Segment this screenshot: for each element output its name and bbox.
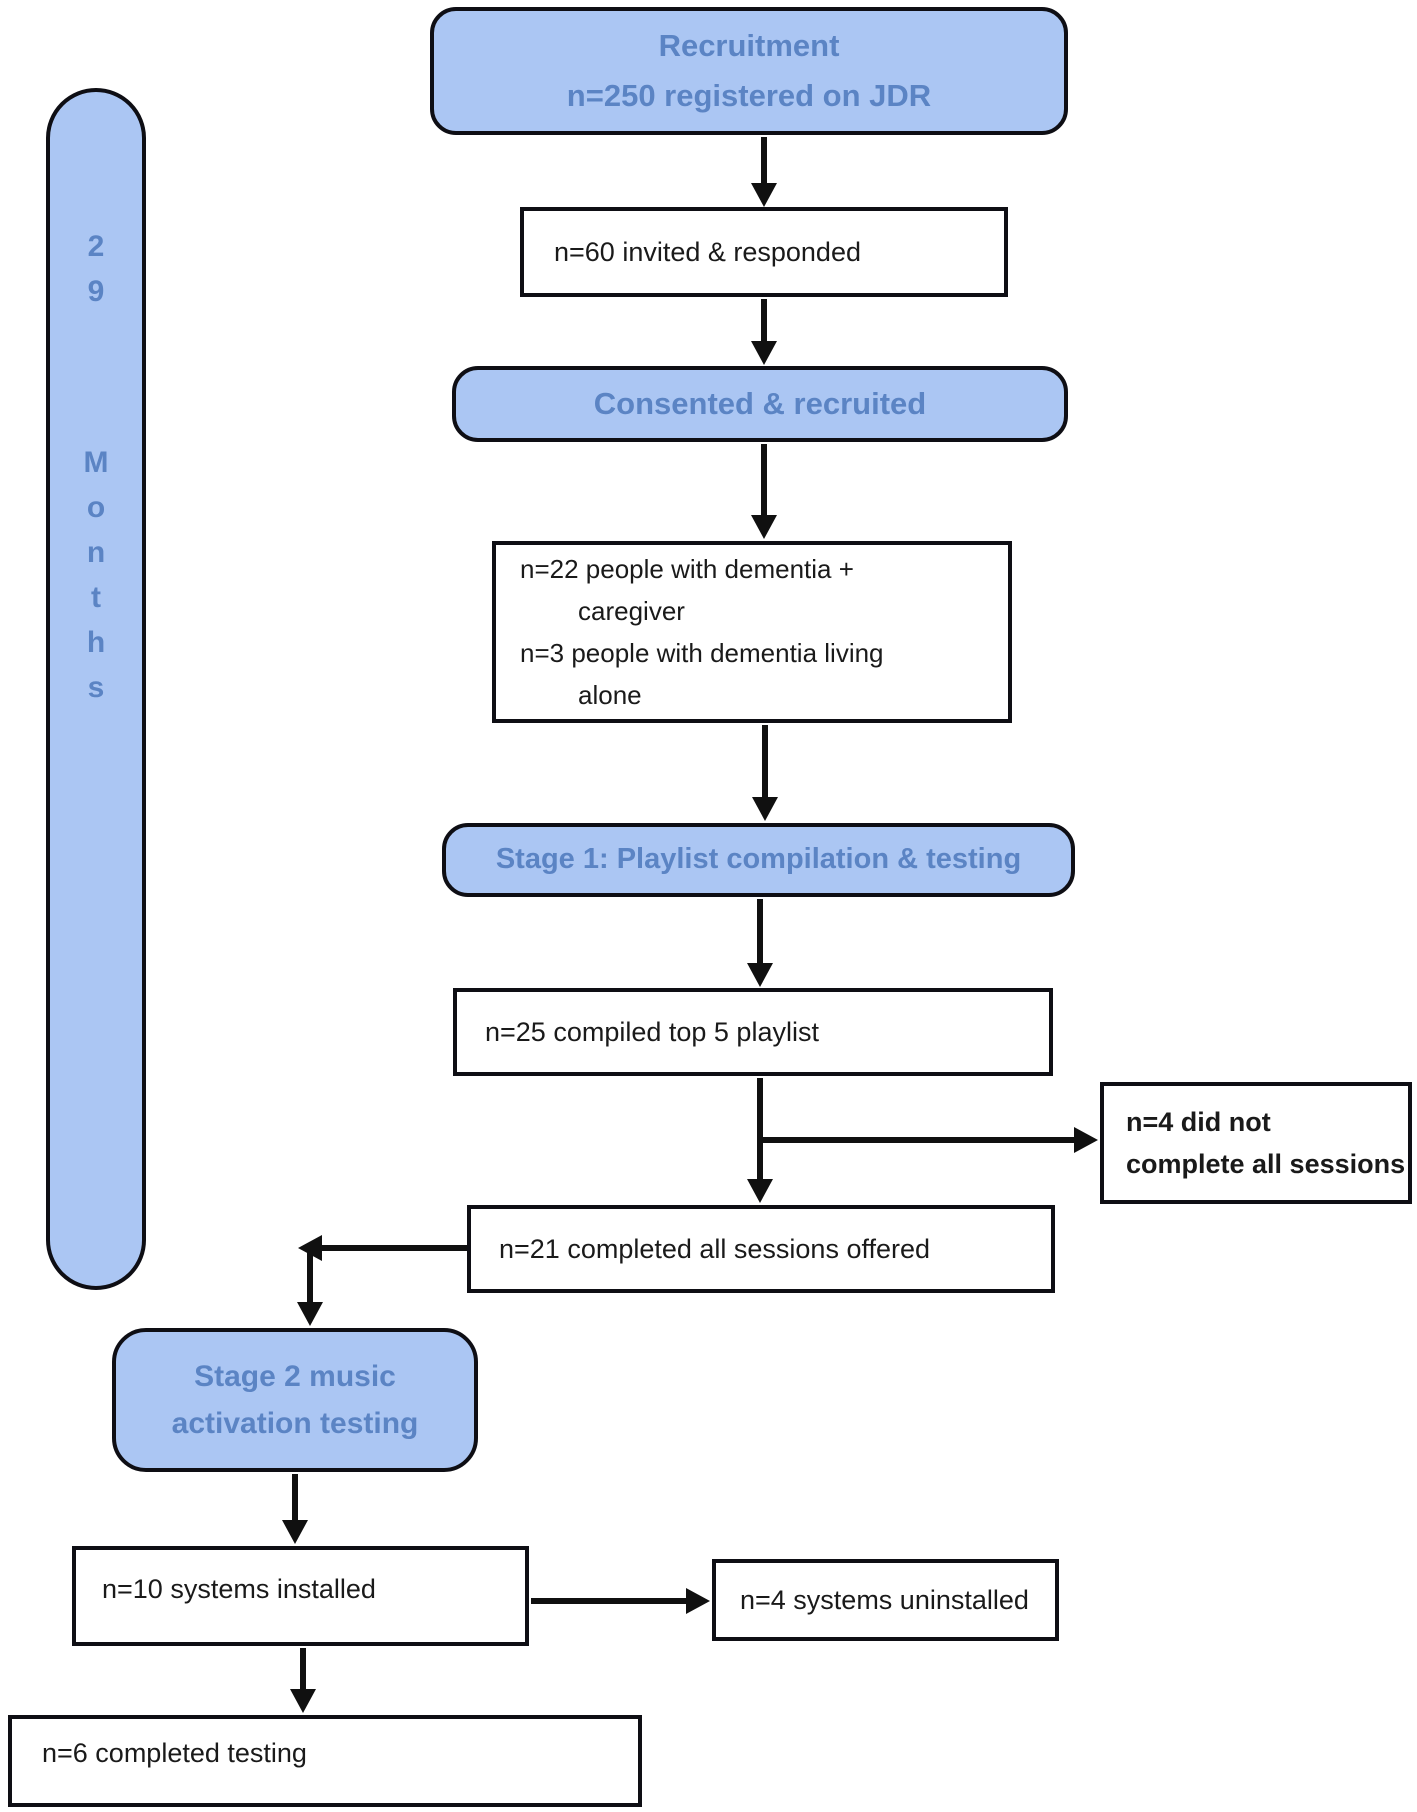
installed-label: n=10 systems installed <box>102 1573 376 1604</box>
participants-node: n=22 people with dementia + caregiver n=… <box>492 541 1012 723</box>
stage2-node: Stage 2 music activation testing <box>112 1328 478 1472</box>
not-complete-line: n=4 did not <box>1126 1107 1271 1137</box>
timeline-char: s <box>87 671 105 704</box>
stage1-node: Stage 1: Playlist compilation & testing <box>442 823 1075 897</box>
invited-label: n=60 invited & responded <box>554 236 861 267</box>
arrow-head-down <box>752 797 778 821</box>
uninstalled-label: n=4 systems uninstalled <box>740 1584 1029 1615</box>
installed-node: n=10 systems installed <box>72 1546 529 1646</box>
participants-line: n=3 people with dementia living <box>520 638 884 668</box>
not-complete-node: n=4 did not complete all sessions <box>1100 1082 1412 1204</box>
arrow-shaft <box>757 899 763 963</box>
recruitment-title: Recruitment <box>658 28 840 63</box>
arrow-shaft <box>300 1648 306 1689</box>
timeline-char: 9 <box>87 275 105 308</box>
arrow-shaft <box>761 137 767 183</box>
arrow-shaft <box>531 1598 686 1604</box>
arrow-shaft <box>292 1474 298 1520</box>
arrow-shaft <box>761 299 767 341</box>
timeline-char: n <box>86 536 106 569</box>
consented-node: Consented & recruited <box>452 366 1068 442</box>
arrow-head-down <box>751 183 777 207</box>
timeline-char: h <box>86 626 106 659</box>
playlist-node: n=25 compiled top 5 playlist <box>453 988 1053 1076</box>
completed-sessions-node: n=21 completed all sessions offered <box>467 1205 1055 1293</box>
timeline-char: o <box>86 491 106 524</box>
arrow-shaft <box>307 1250 313 1302</box>
timeline-char: M <box>83 446 109 479</box>
recruitment-node: Recruitment n=250 registered on JDR <box>430 7 1068 135</box>
arrow-head-right <box>1074 1127 1098 1153</box>
stage1-label: Stage 1: Playlist compilation & testing <box>495 843 1022 876</box>
consented-label: Consented & recruited <box>593 386 927 422</box>
participants-line: n=22 people with dementia + <box>520 554 854 584</box>
arrow-head-down <box>290 1689 316 1713</box>
participants-line: caregiver <box>578 596 685 626</box>
arrow-shaft <box>762 725 768 797</box>
timeline-char: 2 <box>87 230 105 263</box>
arrow-head-down <box>747 1179 773 1203</box>
uninstalled-node: n=4 systems uninstalled <box>712 1559 1059 1641</box>
stage2-line: Stage 2 music <box>194 1360 396 1393</box>
arrow-shaft <box>322 1245 467 1251</box>
arrow-head-down <box>747 963 773 987</box>
arrow-head-down <box>751 341 777 365</box>
completed-sessions-label: n=21 completed all sessions offered <box>499 1233 931 1264</box>
invited-node: n=60 invited & responded <box>520 207 1008 297</box>
participants-line: alone <box>578 680 642 710</box>
playlist-label: n=25 compiled top 5 playlist <box>485 1016 819 1047</box>
completed-testing-label: n=6 completed testing <box>42 1737 307 1768</box>
timeline-char: t <box>91 581 101 614</box>
completed-testing-node: n=6 completed testing <box>8 1715 642 1807</box>
timeline-pill-29-months: 2 9 M o n t h s <box>46 88 146 1290</box>
arrow-shaft <box>757 1078 763 1179</box>
arrow-shaft <box>761 444 767 515</box>
arrow-head-down <box>282 1520 308 1544</box>
arrow-head-right <box>686 1588 710 1614</box>
stage2-line: activation testing <box>171 1407 419 1440</box>
arrow-head-down <box>751 515 777 539</box>
not-complete-line: complete all sessions <box>1126 1149 1406 1179</box>
recruitment-count: n=250 registered on JDR <box>566 78 932 113</box>
arrow-head-down <box>297 1302 323 1326</box>
arrow-shaft <box>760 1137 1076 1143</box>
